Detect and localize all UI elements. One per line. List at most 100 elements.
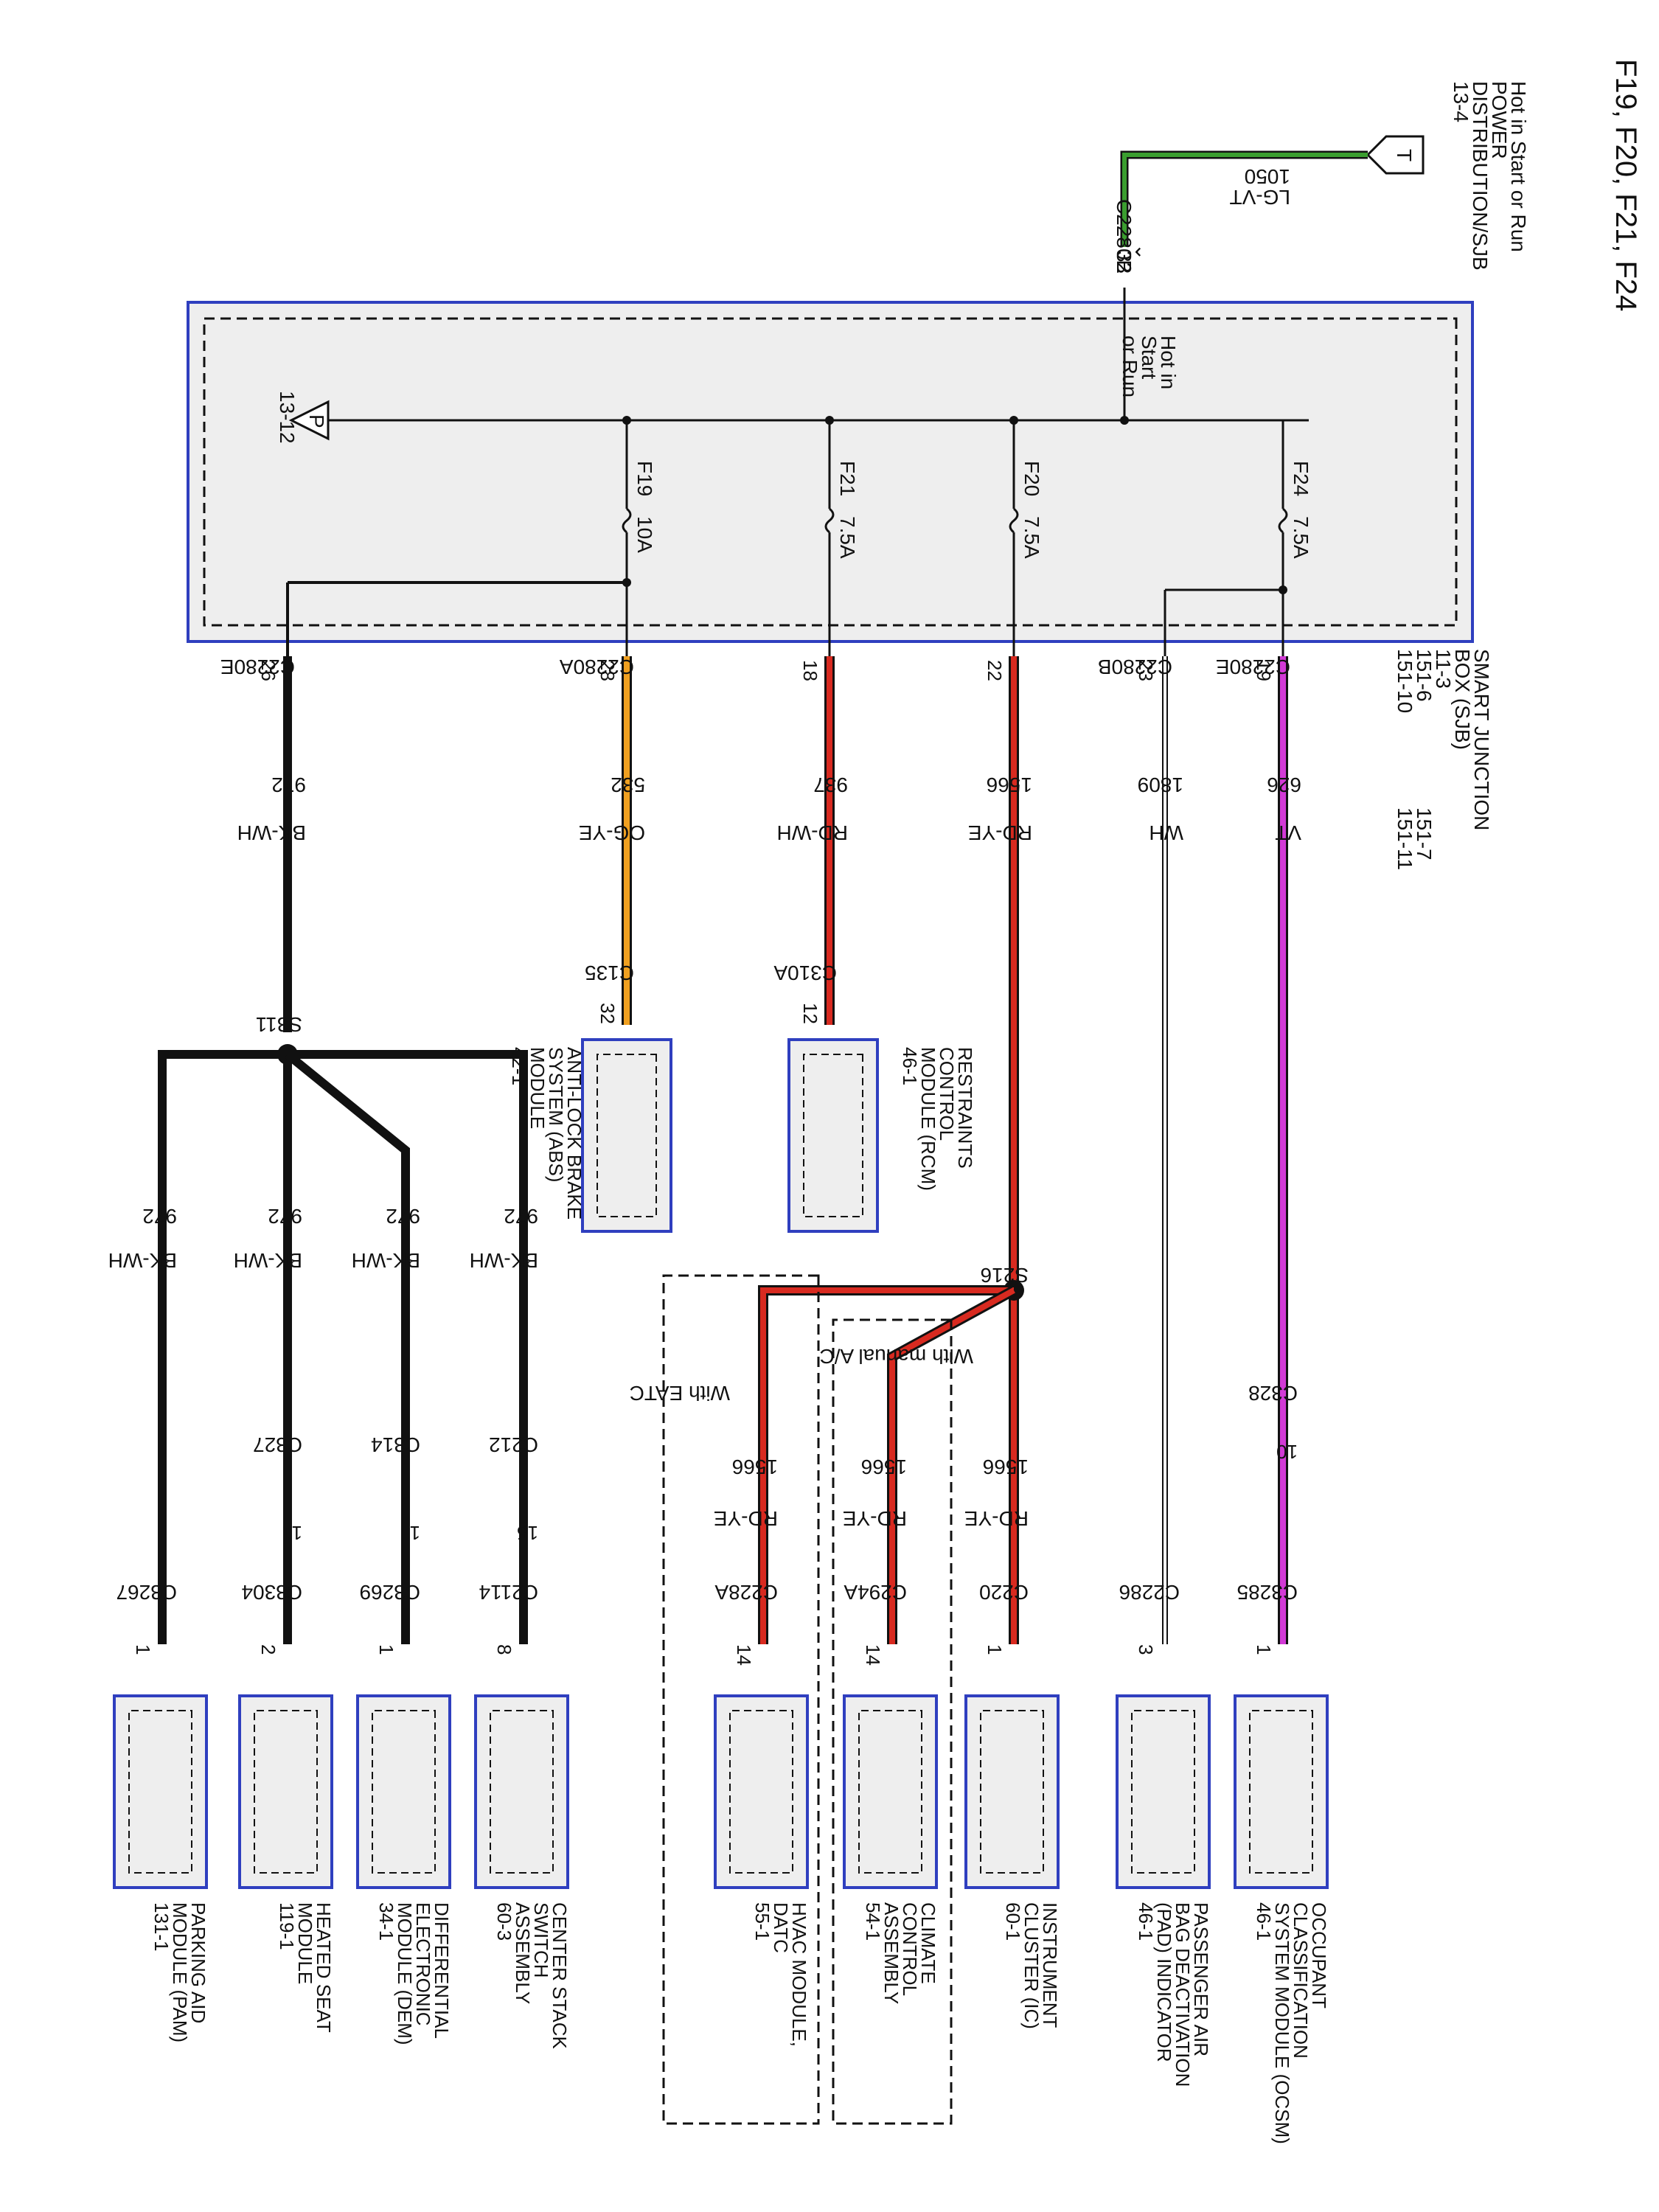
svg-text:22: 22: [984, 660, 1006, 681]
connector-c212: C212: [489, 1433, 538, 1456]
module-inner: [372, 1710, 436, 1874]
sjb-label: SMART JUNCTION BOX (SJB) 11-3 151-6 151-…: [1394, 649, 1493, 870]
connector-c314: C314: [371, 1433, 420, 1456]
svg-text:1566: 1566: [861, 1455, 907, 1478]
hot-label: or Run: [1119, 335, 1141, 397]
module-label-line: 131-1: [150, 1902, 173, 1952]
svg-text:SYSTEM (ABS): SYSTEM (ABS): [545, 1047, 567, 1182]
sjb-ref: 151-7: [1413, 807, 1436, 860]
module-label-line: 60-3: [493, 1902, 515, 1941]
svg-text:P: P: [305, 414, 328, 428]
module-connector: C220: [979, 1581, 1029, 1604]
module-label-line: OCCUPANT: [1308, 1902, 1330, 2008]
module-pin: 1: [375, 1644, 397, 1655]
module-label-line: DIFFERENTIAL: [431, 1902, 453, 2039]
module-label-line: PASSENGER AIR: [1190, 1902, 1212, 2056]
pin-c212: 15: [517, 1522, 538, 1544]
svg-text:RD-YE: RD-YE: [964, 1507, 1029, 1530]
module-connector: C3267: [116, 1581, 177, 1604]
hot-label: Hot in: [1157, 335, 1180, 389]
svg-text:7.5A: 7.5A: [836, 516, 859, 559]
module-label-line: CLUSTER (IC): [1020, 1902, 1043, 2029]
svg-text:BK-WH: BK-WH: [352, 1249, 420, 1272]
option-manual-ac-box: [832, 1318, 953, 2125]
svg-text:1809: 1809: [1138, 773, 1183, 796]
svg-text:C2280A: C2280A: [559, 655, 634, 678]
svg-text:19: 19: [1253, 660, 1275, 681]
module-label-line: 46-1: [1253, 1902, 1275, 1941]
module-label-line: DATC: [770, 1902, 792, 1953]
module-inner: [1131, 1710, 1195, 1874]
connector-c2280b-top: C2280B: [1113, 199, 1135, 274]
module-connector: C3269: [359, 1581, 420, 1604]
module-box: [474, 1694, 569, 1889]
module-pin: 14: [862, 1644, 884, 1666]
module-inner: [1249, 1710, 1313, 1874]
connector-c310a: C310A: [773, 961, 837, 984]
svg-text:1566: 1566: [732, 1455, 778, 1478]
module-label-line: CENTER STACK: [549, 1902, 571, 2050]
svg-text:BK-WH: BK-WH: [237, 821, 306, 844]
module-box: [843, 1694, 938, 1889]
svg-text:972: 972: [268, 1205, 302, 1228]
module-label-line: 34-1: [375, 1902, 397, 1941]
module-label-line: MODULE: [294, 1902, 316, 1984]
module-label-line: ASSEMBLY: [880, 1902, 902, 2004]
module-connector: C2114: [479, 1581, 538, 1604]
module-connector: C228A: [714, 1581, 778, 1604]
wire-color-lg-vt: LG-VT: [1230, 186, 1290, 209]
svg-text:972: 972: [271, 773, 306, 796]
svg-text:RESTRAINTS: RESTRAINTS: [954, 1047, 976, 1169]
splice-s311-label: S311: [256, 1013, 302, 1036]
module-label-line: 119-1: [276, 1902, 298, 1950]
pin-c328: 10: [1276, 1441, 1298, 1463]
svg-text:7.5A: 7.5A: [1290, 516, 1312, 559]
svg-text:26: 26: [257, 660, 279, 681]
module-inner: [254, 1710, 318, 1874]
svg-text:F24: F24: [1290, 461, 1312, 496]
power-source-line: Hot in Start or Run: [1507, 81, 1530, 252]
connector-c327: C327: [253, 1433, 302, 1456]
svg-text:937: 937: [813, 773, 848, 796]
wire-1809-wh: 23 C2280B 1809 WH: [1098, 655, 1183, 1644]
module-pin: 1: [132, 1644, 154, 1655]
module-pin: 1: [984, 1644, 1006, 1655]
svg-text:28: 28: [597, 660, 619, 681]
module-label-line: 60-1: [1002, 1902, 1024, 1941]
module-label-line: (PAD) INDICATOR: [1153, 1902, 1175, 2062]
module-label-line: 46-1: [1135, 1902, 1157, 1941]
svg-text:BK-WH: BK-WH: [108, 1249, 177, 1272]
terminal-label: T: [1393, 149, 1416, 161]
rd-ye-branches: [758, 1285, 1017, 1644]
module-box: [356, 1694, 451, 1889]
module-connector: C3304: [241, 1581, 302, 1604]
pin-c314: 1: [410, 1522, 420, 1544]
module-connector: C3285: [1237, 1581, 1298, 1604]
power-source-line: POWER: [1488, 81, 1511, 159]
sjb-line: SMART JUNCTION: [1470, 649, 1493, 830]
module-pin: 1: [1253, 1644, 1275, 1655]
module-box: [238, 1694, 333, 1889]
sjb-line: 151-10: [1394, 649, 1416, 713]
module-label-line: ELECTRONIC: [412, 1902, 434, 2026]
fuse-f21: F21 7.5A: [824, 420, 859, 656]
svg-text:OG-YE: OG-YE: [579, 821, 645, 844]
page-ref-symbol: P 13-12: [276, 391, 330, 444]
option-manual-ac-label: With manual A/C: [819, 1345, 973, 1368]
pin-32-top: 32: [1113, 251, 1135, 274]
module-box: [1234, 1694, 1329, 1889]
svg-text:23: 23: [1135, 660, 1157, 681]
svg-text:BK-WH: BK-WH: [234, 1249, 302, 1272]
svg-text:RD-YE: RD-YE: [968, 821, 1032, 844]
module-label-line: MODULE (DEM): [394, 1902, 416, 2045]
module-label-line: MODULE (PAM): [169, 1902, 191, 2042]
svg-text:VT: VT: [1275, 821, 1301, 844]
sjb-line: BOX (SJB): [1451, 649, 1474, 750]
module-box: [1116, 1694, 1211, 1889]
module-connector: C294A: [844, 1581, 907, 1604]
